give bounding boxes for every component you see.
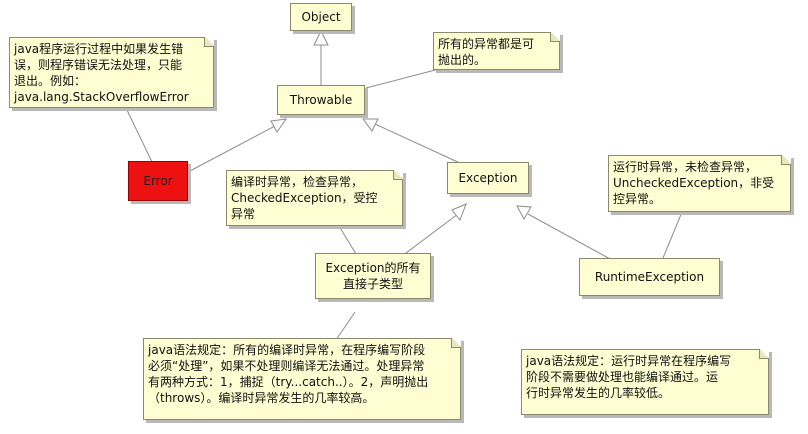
checked-exception-note: 编译时异常，检查异常， CheckedException，受控 异常 [226,170,403,226]
edge-runtime-exception [527,213,613,261]
compile-rule-line-2: 必须“处理”，如果不处理则编译无法通过。处理异常 [148,359,425,373]
compile-rule-line-4: （throws）。编译时异常发生的几率较高。 [148,391,375,405]
edge-error-throwable [187,125,276,173]
note-fold-icon [451,338,461,348]
checked-note-line-1: 编译时异常，检查异常， [231,175,364,189]
note-fold-icon [393,170,403,180]
checked-note-line-3: 异常 [231,207,256,221]
compile-rule-line-3: 有两种方式：1，捕捉（try...catch..）。2，声明抛出 [148,375,429,389]
arrowhead-exception-left [451,203,467,221]
compile-rule-note: java语法规定：所有的编译时异常，在程序编写阶段 必须“处理”，如果不处理则编… [143,338,461,420]
runtime-rule-line-2: 阶段不需要做处理也能编译通过。运 [526,370,719,384]
unchecked-note-line-1: 运行时异常，未检查异常， [613,160,758,174]
checked-note-line-2: CheckedException，受控 [231,191,378,205]
note-fold-icon [204,37,214,47]
object-class-label: Object [301,10,341,24]
runtime-rule-line-1: java语法规定：运行时异常在程序编写 [526,354,732,368]
anchor-unchecked-note [662,211,683,259]
note-fold-icon [781,155,791,165]
throwable-note: 所有的异常都是可 抛出的。 [433,32,560,70]
throwable-class-label: Throwable [289,93,353,107]
exception-class-label: Exception [458,171,518,185]
anchor-checked-note [338,225,357,255]
exception-subtypes-class: Exception的所有 直接子类型 [315,253,431,299]
arrowhead-throwable-right [362,118,379,132]
error-note-line-1: java程序运行过程中如果发生错 [14,42,184,56]
error-class-label: Error [143,174,173,188]
runtime-rule-note: java语法规定：运行时异常在程序编写 阶段不需要做处理也能编译通过。运 行时异… [521,349,769,415]
exception-class: Exception [447,162,529,194]
note-fold-icon [550,32,560,42]
throwable-class: Throwable [277,85,365,115]
error-class: Error [128,161,188,201]
runtime-exception-class-label: RuntimeException [594,270,705,284]
compile-rule-line-1: java语法规定：所有的编译时异常，在程序编写阶段 [148,343,426,357]
object-class: Object [290,3,352,31]
edge-subtypes-exception [401,213,459,257]
runtime-exception-class: RuntimeException [579,258,720,296]
unchecked-note-line-2: UncheckedException，非受 [613,176,775,190]
error-note-line-2: 误，则程序错误无法处理，只能 [14,58,183,72]
exception-subtypes-line-1: Exception的所有 [325,261,421,275]
arrowhead-throwable-left [270,118,288,133]
throwable-note-line-1: 所有的异常都是可 [438,37,535,51]
anchor-error-note [125,107,153,163]
unchecked-exception-note: 运行时异常，未检查异常， UncheckedException，非受 控异常。 [608,155,791,212]
exception-subtypes-line-2: 直接子类型 [342,277,403,291]
anchor-compile-rule-note [335,311,356,341]
anchor-throwable-note [365,67,444,89]
arrowhead-exception-right [516,205,532,221]
runtime-rule-line-3: 行时异常发生的几率较低。 [526,386,671,400]
throwable-note-line-2: 抛出的。 [438,53,487,67]
error-note-line-3: 退出。例如： [14,74,87,88]
note-fold-icon [759,349,769,359]
error-note: java程序运行过程中如果发生错 误，则程序错误无法处理，只能 退出。例如： j… [9,37,214,108]
edge-exception-throwable [374,123,463,165]
arrowhead-object [313,29,329,46]
error-note-line-4: java.lang.StackOverflowError [14,90,189,104]
unchecked-note-line-3: 控异常。 [613,192,662,206]
